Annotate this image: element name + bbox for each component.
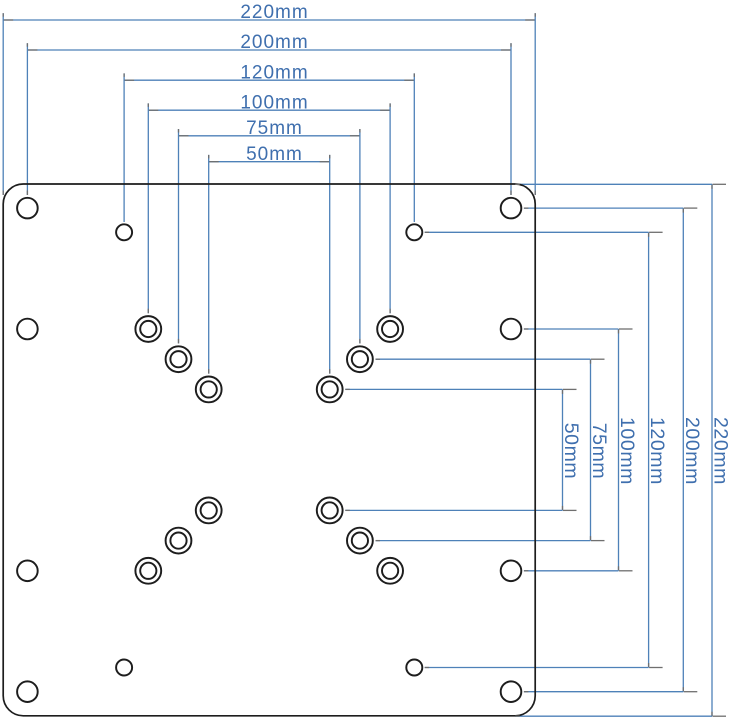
svg-text:50mm: 50mm xyxy=(560,423,582,480)
svg-text:75mm: 75mm xyxy=(246,118,303,139)
svg-text:200mm: 200mm xyxy=(240,32,308,53)
svg-text:100mm: 100mm xyxy=(240,92,308,113)
svg-text:120mm: 120mm xyxy=(240,62,308,83)
svg-text:120mm: 120mm xyxy=(646,417,668,485)
svg-text:75mm: 75mm xyxy=(588,423,610,480)
svg-text:220mm: 220mm xyxy=(710,417,731,485)
svg-text:100mm: 100mm xyxy=(616,417,638,485)
svg-text:200mm: 200mm xyxy=(681,417,703,485)
svg-text:220mm: 220mm xyxy=(240,2,308,23)
svg-text:50mm: 50mm xyxy=(246,144,303,165)
